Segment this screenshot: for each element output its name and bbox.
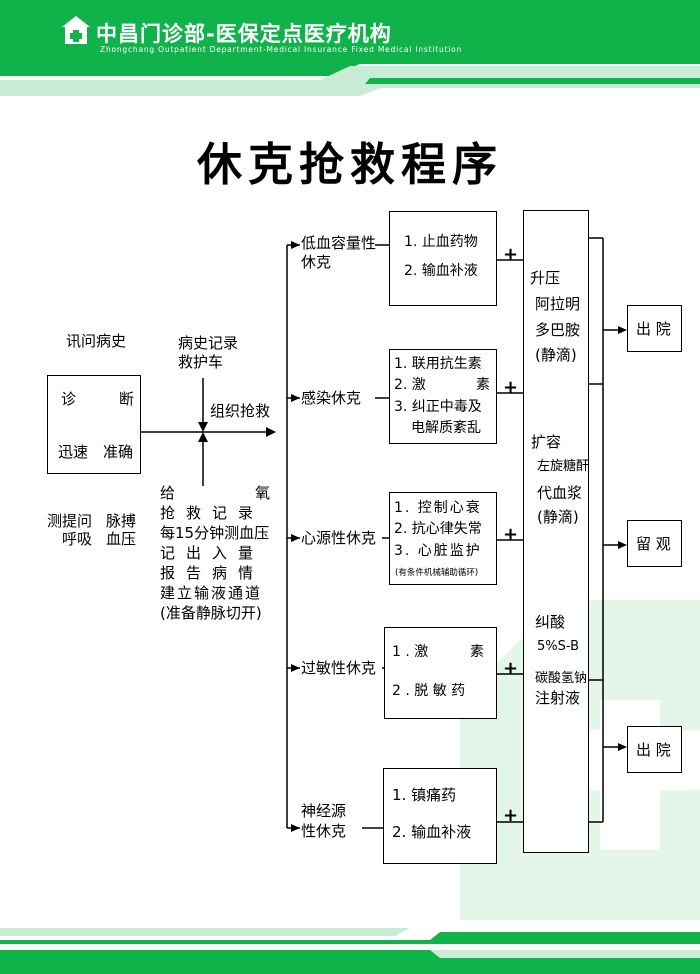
type-cardiogenic: 心源性休克 xyxy=(301,529,377,547)
inquiry-label: 讯问病史 xyxy=(66,332,127,350)
measure-bp: 血压 xyxy=(106,530,137,548)
action-report: 报告病情 xyxy=(160,564,265,582)
drug-item: 代血浆 xyxy=(537,484,583,502)
header-background xyxy=(0,0,700,96)
treatment-item: 1. 联用抗生素 xyxy=(394,356,482,372)
treatment-item: 2. 输血补液 xyxy=(404,263,478,279)
outcome-box-observe xyxy=(627,520,682,567)
drug-item: 注射液 xyxy=(535,689,581,707)
treatment-item: 1. 镇痛药 xyxy=(392,786,457,804)
outcome-label: 出 院 xyxy=(636,741,671,759)
outcome-box-discharge-2 xyxy=(627,726,682,773)
treatment-item: 3. 心脏监护 xyxy=(394,543,482,559)
treatment-item: 2 . 脱 敏 药 xyxy=(392,683,466,699)
treatment-item: 2. 输血补液 xyxy=(392,823,472,841)
diagnosis-char-2: 断 xyxy=(119,390,135,408)
drug-item: (静滴) xyxy=(537,508,579,526)
type-anaphylactic: 过敏性休克 xyxy=(301,659,377,677)
treatment-note: (有条件机械辅助循环) xyxy=(395,568,479,578)
action-record: 抢救记录 xyxy=(160,504,265,522)
treatment-item: 素 xyxy=(470,644,484,660)
type-neurogenic-line1: 神经源 xyxy=(301,802,347,820)
outcome-box-discharge-1 xyxy=(627,305,682,352)
diagnosis-box xyxy=(47,375,141,474)
treatment-box-cardiogenic xyxy=(389,492,497,585)
drug-item: 碳酸氢钠 xyxy=(535,671,588,686)
treatment-box-septic xyxy=(389,349,497,444)
rescue-cart-label: 救护车 xyxy=(178,353,224,371)
action-iv: 建立输液通道 xyxy=(160,584,263,602)
drug-item: 5%S-B xyxy=(537,639,580,654)
type-neurogenic-line2: 性休克 xyxy=(301,822,347,840)
treatment-item: 素 xyxy=(476,377,490,393)
drug-item: 阿拉明 xyxy=(535,295,581,313)
type-hypovolemic-line1: 低血容量性 xyxy=(301,234,377,252)
measure-pulse: 脉搏 xyxy=(106,512,137,530)
action-oxygen: 氧 xyxy=(255,484,271,502)
plus-sign: + xyxy=(503,805,519,826)
treatment-box-neurogenic xyxy=(383,768,497,864)
type-hypovolemic-line2: 休克 xyxy=(301,253,332,271)
org-name-english: Zhongchang Outpatient Department-Medical… xyxy=(100,45,463,54)
treatment-box-anaphylactic xyxy=(384,627,497,719)
action-iv-note: (准备静脉切开) xyxy=(160,604,262,622)
type-septic: 感染休克 xyxy=(301,389,362,407)
action-io: 记出入量 xyxy=(160,544,265,562)
diagnosis-char-1: 诊 xyxy=(61,390,77,408)
org-name: 中昌门诊部-医保定点医疗机构 xyxy=(96,22,392,46)
plus-sign: + xyxy=(503,658,519,679)
measure-breath: 呼吸 xyxy=(62,530,93,548)
footer-banner xyxy=(0,928,700,974)
treatment-item: 2. 抗心律失常 xyxy=(394,521,482,537)
treatment-item: 1. 止血药物 xyxy=(404,234,478,250)
plus-sign: + xyxy=(503,244,519,265)
organize-rescue-label: 组织抢救 xyxy=(210,402,271,420)
drug-item: 多巴胺 xyxy=(535,321,581,339)
treatment-item: 电解质紊乱 xyxy=(411,420,481,436)
outcome-label: 留 观 xyxy=(636,535,671,553)
header-banner xyxy=(0,0,700,96)
drug-pressor-label: 升压 xyxy=(530,269,561,287)
action-oxygen-give: 给 xyxy=(160,484,176,502)
drug-item: 左旋糖酐 xyxy=(537,459,590,474)
treatment-item: 1. 控制心衰 xyxy=(394,500,482,516)
treatment-item: 2. 激 xyxy=(394,377,426,393)
measure-ask: 测提问 xyxy=(47,512,93,530)
diagnosis-fast: 迅速 xyxy=(58,443,89,461)
history-record-label: 病史记录 xyxy=(178,334,239,352)
clinic-house-cross-icon xyxy=(62,16,90,44)
treatment-item: 3. 纠正中毒及 xyxy=(394,399,482,415)
diagnosis-accurate: 准确 xyxy=(103,443,134,461)
drug-item: (静滴) xyxy=(535,346,577,364)
drugs-box xyxy=(523,210,589,853)
treatment-box-hypovolemic xyxy=(389,211,497,306)
treatment-item: 1 . 激 xyxy=(392,644,429,660)
plus-sign: + xyxy=(503,377,519,398)
page-title: 休克抢救程序 xyxy=(196,138,503,191)
outcome-label: 出 院 xyxy=(636,320,671,338)
action-bp: 每15分钟测血压 xyxy=(160,524,270,542)
plus-sign: + xyxy=(503,524,519,545)
drug-expand-label: 扩容 xyxy=(531,433,562,451)
drug-acid-label: 纠酸 xyxy=(535,613,566,631)
